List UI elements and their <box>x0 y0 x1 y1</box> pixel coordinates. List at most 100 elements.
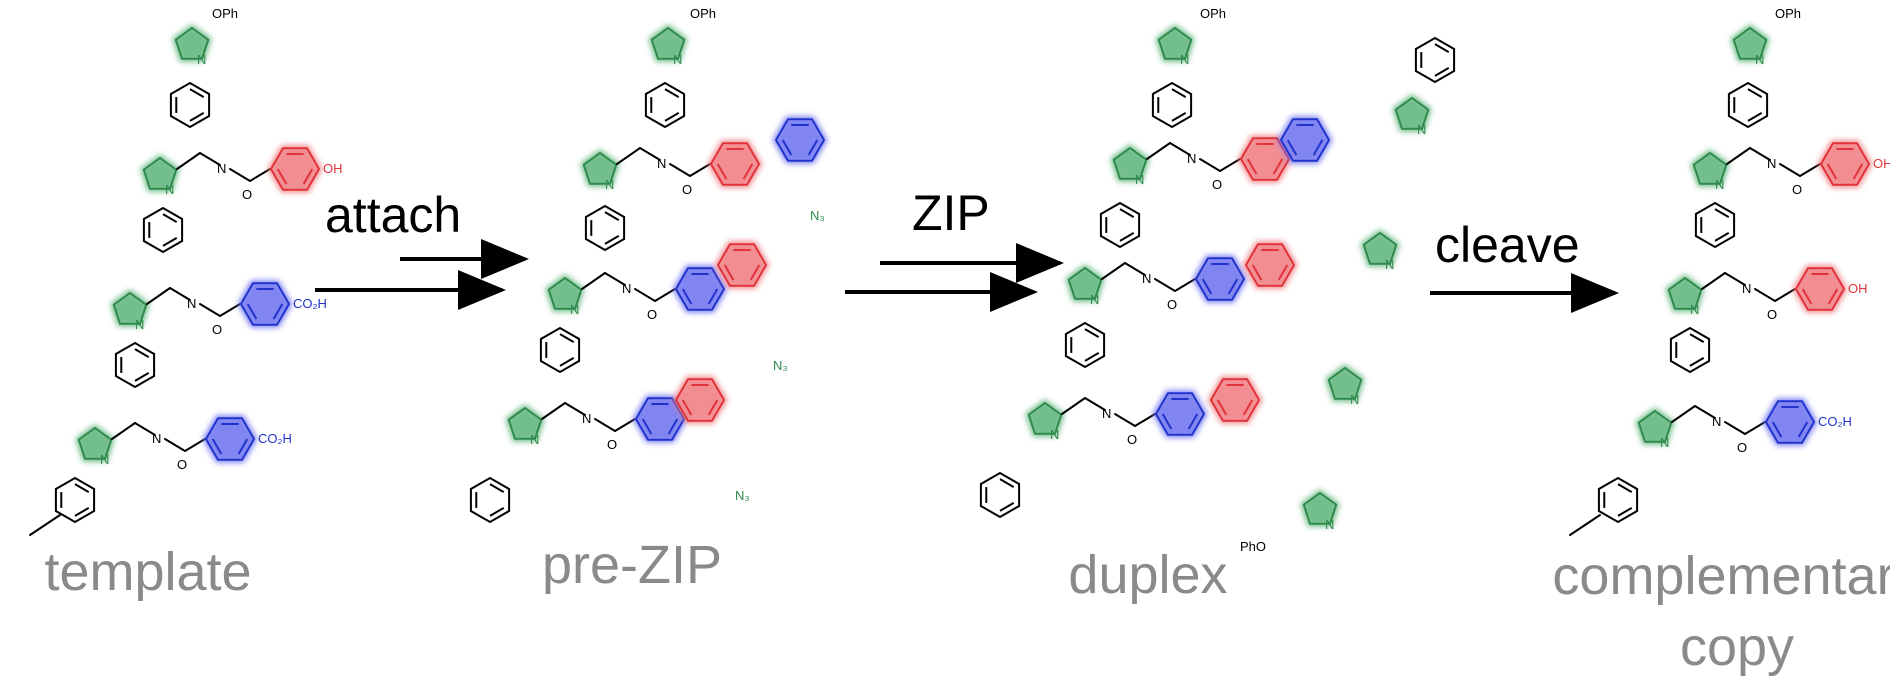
triazole-n-label: N <box>1417 122 1426 137</box>
amide-n-label: N <box>1142 271 1151 286</box>
template-label: template <box>44 542 251 602</box>
ring-double-bond <box>1119 208 1135 218</box>
ring-outline <box>774 118 826 162</box>
bond <box>111 422 136 440</box>
ring-double-bond <box>74 507 90 517</box>
carbonyl-o-label: O <box>1737 440 1747 455</box>
bond <box>654 288 676 302</box>
ring-outline <box>1279 118 1331 162</box>
ring-double-bond <box>1852 163 1864 180</box>
oph-label: OPh <box>1775 6 1801 21</box>
attach-arrows <box>315 239 529 310</box>
triazole-ring: N <box>545 274 585 317</box>
phenyl-ring <box>1099 201 1141 249</box>
triazole-outline <box>1732 26 1768 60</box>
ring-outline <box>584 204 626 252</box>
ring-outline <box>1239 137 1291 181</box>
terminal-group-label: CO₂H <box>258 431 292 446</box>
triazole-n-label: N <box>605 177 614 192</box>
blue-phenyl-ring <box>632 395 688 443</box>
triazole-ring: N <box>648 24 688 67</box>
ring-double-bond <box>1771 421 1783 438</box>
ring-double-bond <box>1689 357 1705 367</box>
ring-double-bond <box>781 139 793 156</box>
blue-phenyl-ring <box>237 280 293 328</box>
bond <box>1799 163 1821 177</box>
phenyl-ring <box>142 206 184 254</box>
triazole-ring: N <box>1110 144 1150 187</box>
triazole-outline <box>507 406 543 440</box>
carbonyl-o-label: O <box>1767 307 1777 322</box>
triazole-outline <box>174 26 210 60</box>
bond <box>1779 163 1801 177</box>
ring-double-bond <box>559 357 575 367</box>
carbonyl-o-label: O <box>1212 177 1222 192</box>
ring-double-bond <box>1286 139 1298 156</box>
bond <box>541 402 566 420</box>
triazole-n-label: N <box>135 317 144 332</box>
triazole-ring: N <box>75 424 115 467</box>
triazole-ring: N <box>140 154 180 197</box>
red-phenyl-ring <box>1237 135 1293 183</box>
zip-label: ZIP <box>912 185 990 241</box>
ring-double-bond <box>276 168 288 185</box>
bond <box>604 272 626 286</box>
ring-double-bond <box>681 399 693 416</box>
blue-phenyl-ring <box>1192 255 1248 303</box>
terminal-group-label: OH <box>1848 281 1868 296</box>
ring-double-bond <box>604 235 620 245</box>
ring-outline <box>142 206 184 254</box>
ring-double-bond <box>604 211 620 221</box>
ring-double-bond <box>1801 288 1813 305</box>
triazole-outline <box>1112 146 1148 180</box>
amide-n-label: N <box>1102 406 1111 421</box>
phenyl-ring <box>584 204 626 252</box>
terminal-group-label: CO₂H <box>293 296 327 311</box>
triazole-n-label: N <box>197 52 206 67</box>
triazole-n-label: N <box>1660 435 1669 450</box>
bond <box>1169 142 1191 156</box>
triazole-n-label: N <box>1180 52 1189 67</box>
ring-double-bond <box>1187 413 1199 430</box>
azide-label: N₃ <box>773 358 788 373</box>
triazole-ring: N <box>1360 229 1400 272</box>
ring-outline <box>1669 326 1711 374</box>
bond <box>669 163 691 177</box>
triazole-outline <box>1027 401 1063 435</box>
triazole-ring: N <box>1665 274 1705 317</box>
triazole-n-label: N <box>530 432 539 447</box>
carbonyl-o-label: O <box>242 187 252 202</box>
phenyl-ring <box>539 326 581 374</box>
bond <box>169 287 191 301</box>
red-phenyl-ring <box>1242 241 1298 289</box>
triazole-outline <box>1157 26 1193 60</box>
ring-outline <box>539 326 581 374</box>
bond <box>1754 288 1776 302</box>
triazole-n-label: N <box>100 452 109 467</box>
ring-double-bond <box>211 438 223 455</box>
bond <box>1134 413 1156 427</box>
ring-outline <box>114 341 156 389</box>
bond <box>1084 397 1106 411</box>
amide-n-label: N <box>1742 281 1751 296</box>
bond <box>1694 405 1716 419</box>
carbonyl-o-label: O <box>607 437 617 452</box>
ring-double-bond <box>559 333 575 343</box>
carbonyl-o-label: O <box>212 322 222 337</box>
triazole-n-label: N <box>165 182 174 197</box>
triazole-ring: N <box>1325 364 1365 407</box>
ring-double-bond <box>74 483 90 493</box>
ring-outline <box>1194 257 1246 301</box>
ring-double-bond <box>681 288 693 305</box>
ring-outline <box>674 378 726 422</box>
carbonyl-o-label: O <box>647 307 657 322</box>
red-phenyl-ring <box>267 145 323 193</box>
ring-double-bond <box>1272 158 1284 175</box>
terminal-group-label: OH <box>1873 156 1890 171</box>
ring-outline <box>1819 142 1871 186</box>
oph-label: OPh <box>212 6 238 21</box>
carbonyl-o-label: O <box>1167 297 1177 312</box>
